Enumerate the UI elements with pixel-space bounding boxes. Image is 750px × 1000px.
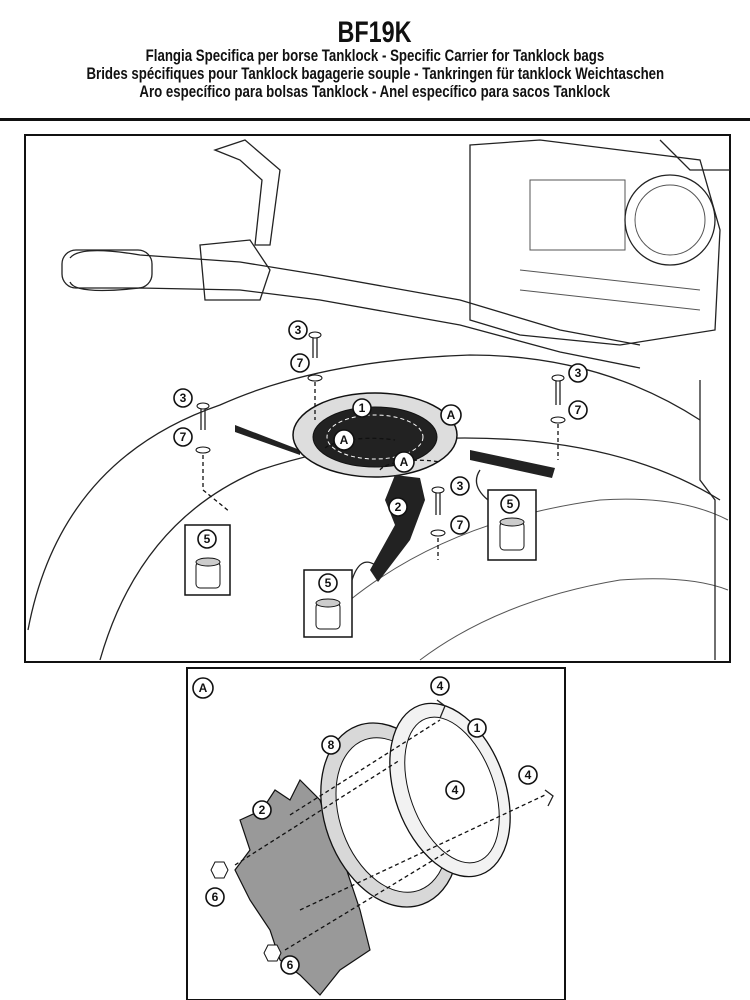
title-text: BF19K: [337, 16, 413, 49]
callout-1: 1: [352, 398, 372, 418]
callout-label: A: [400, 455, 409, 469]
callout-5: 5: [197, 529, 217, 549]
callout-label: 4: [437, 679, 444, 693]
callout-a: A: [393, 451, 415, 473]
callout-label: 4: [452, 783, 459, 797]
callout-label: 5: [325, 576, 332, 590]
header-divider: [0, 118, 750, 121]
description-it-en: Flangia Specifica per borse Tanklock - S…: [0, 46, 750, 66]
callout-label: 4: [525, 768, 532, 782]
callout-label: 8: [328, 738, 335, 752]
callout-label: 3: [180, 391, 187, 405]
callout-label: 6: [212, 890, 219, 904]
callout-4: 4: [430, 676, 450, 696]
callout-8: 8: [321, 735, 341, 755]
callout-5: 5: [318, 573, 338, 593]
description-fr-de: Brides spécifiques pour Tanklock bagager…: [0, 64, 750, 84]
callout-label: 7: [180, 430, 187, 444]
bracket-part-2: [370, 475, 425, 582]
callout-6: 6: [280, 955, 300, 975]
callout-7: 7: [568, 400, 588, 420]
callout-label: 6: [287, 958, 294, 972]
callout-3: 3: [450, 476, 470, 496]
callout-label: 2: [259, 803, 266, 817]
callout-label: A: [199, 681, 208, 695]
callout-a: A: [440, 404, 462, 426]
callout-2: 2: [388, 497, 408, 517]
part-code-title: BF19K: [0, 16, 750, 50]
callout-label: 3: [457, 479, 464, 493]
callout-6: 6: [205, 887, 225, 907]
callout-label: 5: [204, 532, 211, 546]
callout-label: 1: [359, 401, 366, 415]
callout-3: 3: [568, 363, 588, 383]
description-line: Brides spécifiques pour Tanklock bagager…: [86, 64, 664, 83]
callout-3: 3: [288, 320, 308, 340]
callout-label: 7: [457, 518, 464, 532]
description-line: Flangia Specifica per borse Tanklock - S…: [145, 46, 605, 65]
screw-icon: [195, 331, 566, 537]
callout-a: A: [333, 429, 355, 451]
callout-label: 7: [575, 403, 582, 417]
callout-5: 5: [500, 494, 520, 514]
callout-1: 1: [467, 718, 487, 738]
description-line: Aro específico para bolsas Tanklock - An…: [139, 82, 611, 101]
callout-3: 3: [173, 388, 193, 408]
description-es-pt: Aro específico para bolsas Tanklock - An…: [0, 82, 750, 102]
callout-7: 7: [173, 427, 193, 447]
callout-label: 2: [395, 500, 402, 514]
callout-label: 1: [474, 721, 481, 735]
callout-4: 4: [445, 780, 465, 800]
callout-2: 2: [252, 800, 272, 820]
callout-label: A: [340, 433, 349, 447]
callout-7: 7: [450, 515, 470, 535]
callout-label: A: [447, 408, 456, 422]
callout-label: 7: [297, 356, 304, 370]
callout-label: 3: [575, 366, 582, 380]
callout-7: 7: [290, 353, 310, 373]
motorcycle-drawing: [27, 139, 730, 661]
callout-label: 3: [295, 323, 302, 337]
detail-label-a: A: [192, 677, 214, 699]
callout-label: 5: [507, 497, 514, 511]
callout-4: 4: [518, 765, 538, 785]
